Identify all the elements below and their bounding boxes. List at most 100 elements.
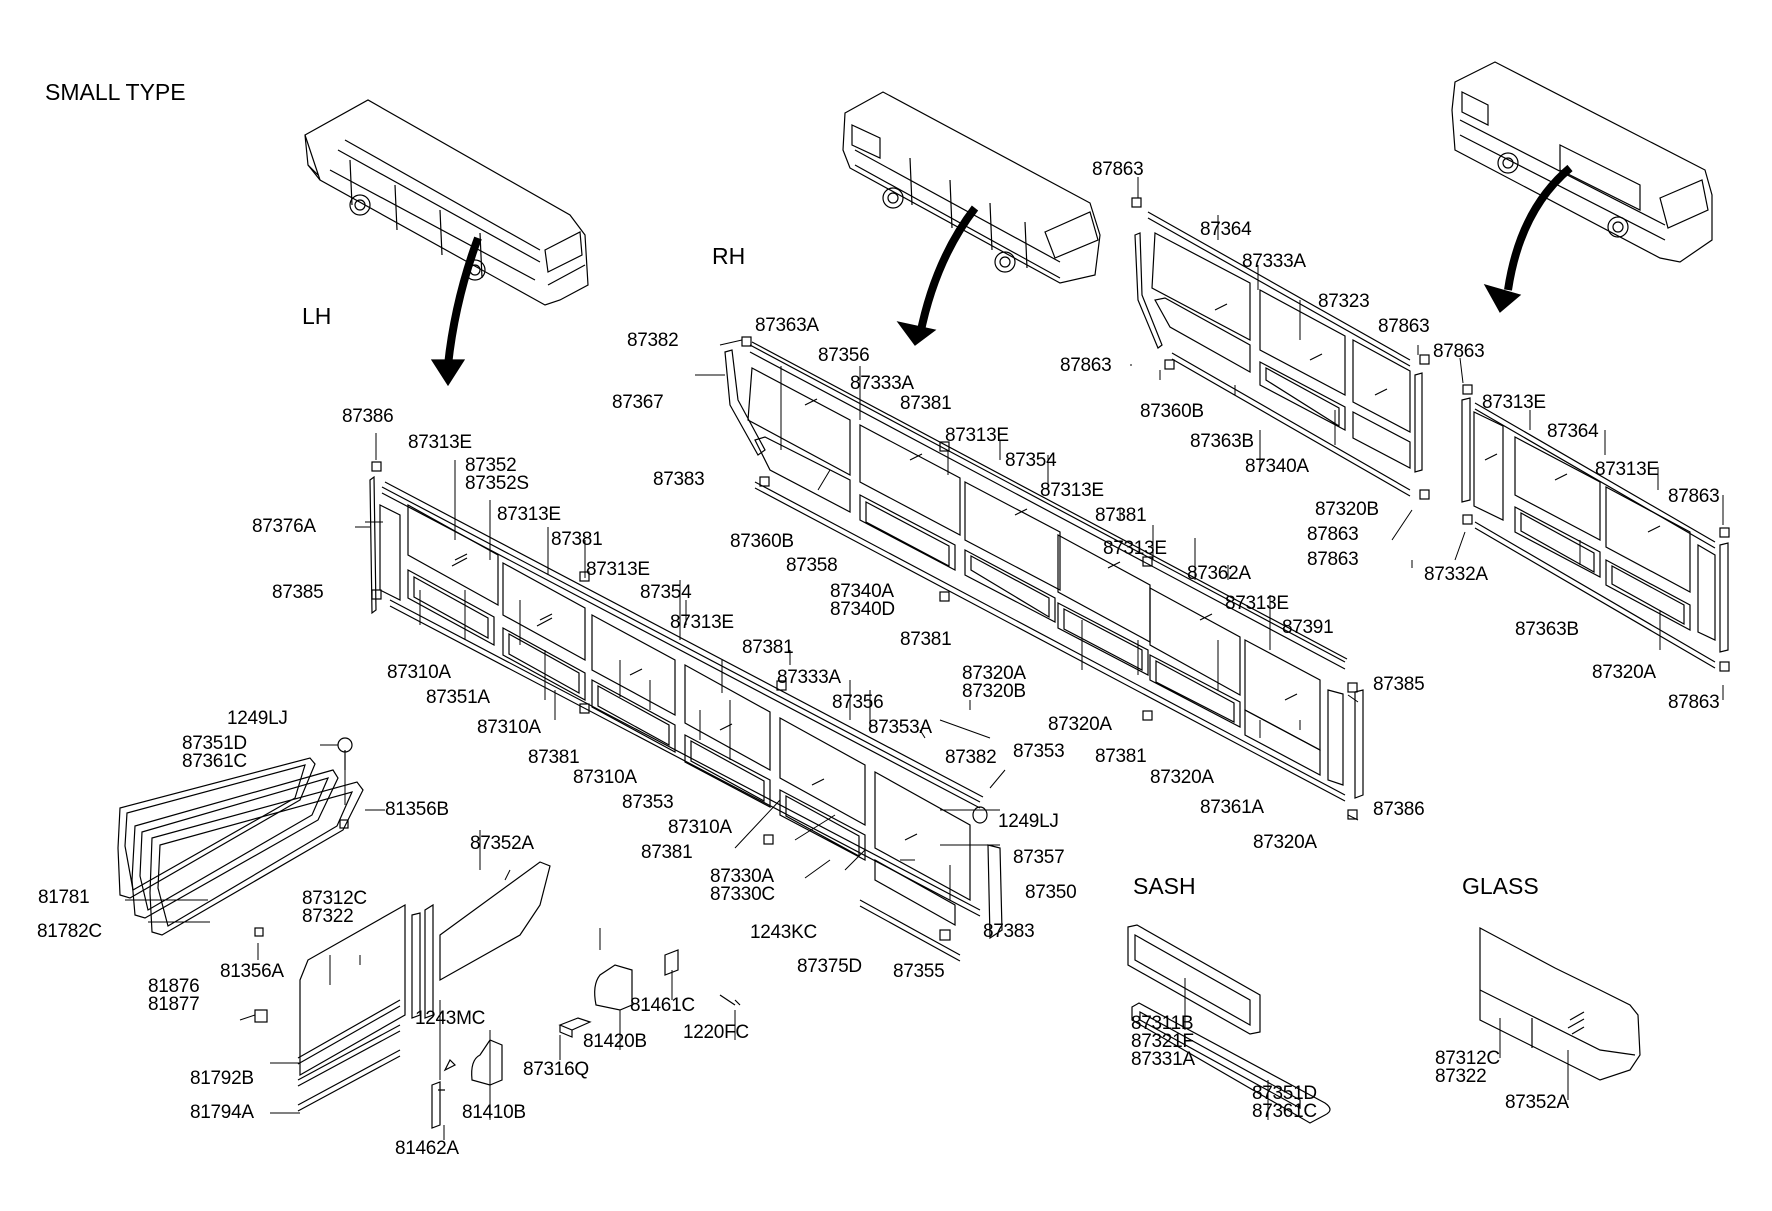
- part-number-callout[interactable]: 87310A: [573, 768, 637, 787]
- part-number-callout[interactable]: 87375D: [797, 957, 862, 976]
- part-number-callout[interactable]: 87333A: [850, 374, 914, 393]
- part-number-callout[interactable]: 81462A: [395, 1139, 459, 1158]
- part-number-callout[interactable]: 87381: [742, 638, 794, 657]
- part-number-callout[interactable]: 87320A: [1150, 768, 1214, 787]
- part-number-callout[interactable]: 81461C: [630, 996, 695, 1015]
- part-number-callout[interactable]: 87313E: [1595, 460, 1659, 479]
- part-number-callout[interactable]: 87310A: [387, 663, 451, 682]
- part-number-callout[interactable]: 87332A: [1424, 565, 1488, 584]
- part-number-callout[interactable]: 81794A: [190, 1103, 254, 1122]
- part-number-callout[interactable]: 87333A: [1242, 252, 1306, 271]
- part-number-callout[interactable]: 87363B: [1515, 620, 1579, 639]
- part-number-callout[interactable]: 87381: [528, 748, 580, 767]
- part-number-callout[interactable]: 87353: [1013, 742, 1065, 761]
- part-number-callout[interactable]: 87355: [893, 962, 945, 981]
- part-number-callout[interactable]: 87350: [1025, 883, 1077, 902]
- part-number-callout[interactable]: 87358: [786, 556, 838, 575]
- part-number-callout[interactable]: 87386: [342, 407, 394, 426]
- part-number-callout[interactable]: 87313E: [586, 560, 650, 579]
- part-number-callout[interactable]: 87391: [1282, 618, 1334, 637]
- part-number-callout[interactable]: 87381: [900, 630, 952, 649]
- part-number-callout[interactable]: 87364: [1547, 422, 1599, 441]
- part-number-callout[interactable]: 81792B: [190, 1069, 254, 1088]
- part-number-callout[interactable]: 87863: [1307, 550, 1359, 569]
- part-number-callout[interactable]: 81782C: [37, 922, 102, 941]
- part-number-callout[interactable]: 1243KC: [750, 923, 817, 942]
- part-number-callout[interactable]: 87381: [551, 530, 603, 549]
- part-number-callout[interactable]: 87363B: [1190, 432, 1254, 451]
- part-number-callout[interactable]: 87313E: [1482, 393, 1546, 412]
- part-number-callout[interactable]: 87361A: [1200, 798, 1264, 817]
- part-number-callout[interactable]: 87363A: [755, 316, 819, 335]
- part-number-callout[interactable]: 87381: [1095, 506, 1147, 525]
- part-number-callout[interactable]: 87863: [1060, 356, 1112, 375]
- part-number-callout[interactable]: 1243MC: [415, 1009, 485, 1028]
- part-number-callout[interactable]: 87383: [653, 470, 705, 489]
- part-number-callout[interactable]: 87385: [272, 583, 324, 602]
- part-number-callout[interactable]: 87364: [1200, 220, 1252, 239]
- part-number-callout[interactable]: 87316Q: [523, 1060, 589, 1079]
- part-number-callout[interactable]: 87313E: [1040, 481, 1104, 500]
- part-number-callout[interactable]: 81356B: [385, 800, 449, 819]
- part-number-callout[interactable]: 87863: [1668, 487, 1720, 506]
- part-number-callout[interactable]: 87310A: [477, 718, 541, 737]
- part-number-callout[interactable]: 87382: [627, 331, 679, 350]
- part-number-callout[interactable]: 87320B: [1315, 500, 1379, 519]
- part-number-callout[interactable]: 87310A: [668, 818, 732, 837]
- part-number-callout[interactable]: 87863: [1092, 160, 1144, 179]
- part-number-callout[interactable]: 87381: [641, 843, 693, 862]
- part-number-callout[interactable]: 87382: [945, 748, 997, 767]
- part-number-callout[interactable]: 87320A: [1253, 833, 1317, 852]
- part-number-callout[interactable]: 87340A: [1245, 457, 1309, 476]
- part-number-callout[interactable]: 87385: [1373, 675, 1425, 694]
- part-number-callout[interactable]: 87353A: [868, 718, 932, 737]
- part-number-callout[interactable]: 87354: [1005, 451, 1057, 470]
- part-number-callout[interactable]: 87323: [1318, 292, 1370, 311]
- part-number-callout[interactable]: 87333A: [777, 668, 841, 687]
- part-number-callout[interactable]: 87351A: [426, 688, 490, 707]
- part-number-callout[interactable]: 87381: [900, 394, 952, 413]
- part-number-callout[interactable]: 87381: [1095, 747, 1147, 766]
- part-number-callout[interactable]: 87386: [1373, 800, 1425, 819]
- part-number-callout[interactable]: 87313E: [497, 505, 561, 524]
- part-number-callout[interactable]: 1220FC: [683, 1023, 749, 1042]
- part-number-callout[interactable]: 87863: [1668, 693, 1720, 712]
- part-number-callout[interactable]: 87360B: [730, 532, 794, 551]
- part-number-callout[interactable]: 81781: [38, 888, 90, 907]
- part-number-callout[interactable]: 87863: [1433, 342, 1485, 361]
- part-number-callout[interactable]: 87367: [612, 393, 664, 412]
- part-number-callout[interactable]: 87356: [818, 346, 870, 365]
- part-number-callout[interactable]: 87360B: [1140, 402, 1204, 421]
- part-number-callout[interactable]: 87357: [1013, 848, 1065, 867]
- part-number-callout[interactable]: 81356A: [220, 962, 284, 981]
- part-number-callout[interactable]: 81410B: [462, 1103, 526, 1122]
- part-number-callout[interactable]: 1249LJ: [998, 812, 1059, 831]
- part-number-callout[interactable]: 87313E: [408, 433, 472, 452]
- part-number-callout[interactable]: 87313E: [670, 613, 734, 632]
- part-number-callout[interactable]: 87313E: [945, 426, 1009, 445]
- part-number-callout[interactable]: 87352A: [470, 834, 534, 853]
- part-number-callout[interactable]: 87320A: [1048, 715, 1112, 734]
- part-number-callout[interactable]: 87353: [622, 793, 674, 812]
- part-number-callout[interactable]: 87863: [1307, 525, 1359, 544]
- part-number-callout[interactable]: 87313E: [1225, 594, 1289, 613]
- part-number-callout[interactable]: 87362A: [1187, 564, 1251, 583]
- part-number-callout[interactable]: 87356: [832, 693, 884, 712]
- part-number-callout[interactable]: 87383: [983, 922, 1035, 941]
- part-number-callout[interactable]: 87320A: [1592, 663, 1656, 682]
- part-number-callout[interactable]: 87313E: [1103, 539, 1167, 558]
- part-number-callout[interactable]: 81420B: [583, 1032, 647, 1051]
- part-number-callout[interactable]: 87354: [640, 583, 692, 602]
- part-number-callout[interactable]: 87863: [1378, 317, 1430, 336]
- part-number-callout[interactable]: 87352A: [1505, 1093, 1569, 1112]
